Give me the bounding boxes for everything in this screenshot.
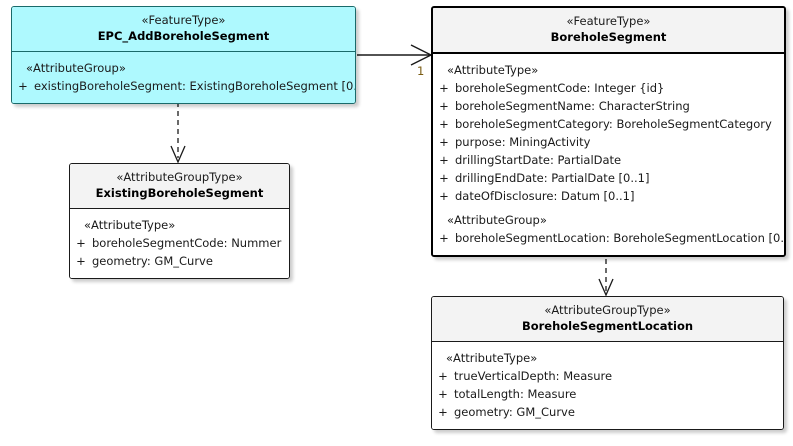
attribute-row[interactable]: + boreholeSegmentCode: Nummer xyxy=(70,234,289,252)
class-title: EPC_AddBoreholeSegment xyxy=(97,29,270,43)
attribute-row[interactable]: + existingBoreholeSegment: ExistingBoreh… xyxy=(12,77,355,95)
visibility-marker: + xyxy=(76,254,86,268)
class-box-existing-borehole-segment[interactable]: «AttributeGroupType» ExistingBoreholeSeg… xyxy=(69,163,290,279)
attribute-group-label: «AttributeType» xyxy=(84,218,176,232)
class-box-epc-add-borehole-segment[interactable]: «FeatureType» EPC_AddBoreholeSegment «At… xyxy=(11,6,356,104)
class-stereotype: «AttributeGroupType» xyxy=(116,170,243,184)
class-stereotype: «FeatureType» xyxy=(141,13,226,27)
class-stereotype: «FeatureType» xyxy=(566,14,651,28)
visibility-marker: + xyxy=(18,79,28,93)
attribute-row[interactable]: + boreholeSegmentLocation: BoreholeSegme… xyxy=(433,229,784,247)
attribute-group-label: «AttributeType» xyxy=(447,63,539,77)
class-body: «AttributeGroup» + existingBoreholeSegme… xyxy=(12,52,355,103)
class-box-borehole-segment[interactable]: «FeatureType» BoreholeSegment «Attribute… xyxy=(431,6,786,257)
attribute-row[interactable]: + dateOfDisclosure: Datum [0..1] xyxy=(433,187,784,205)
attribute-row[interactable]: + boreholeSegmentCategory: BoreholeSegme… xyxy=(433,115,784,133)
visibility-marker: + xyxy=(438,405,448,419)
attribute-row[interactable]: + purpose: MiningActivity xyxy=(433,133,784,151)
attribute-signature: trueVerticalDepth: Measure xyxy=(454,369,613,383)
class-title: BoreholeSegment xyxy=(550,30,667,44)
visibility-marker: + xyxy=(439,81,449,95)
visibility-marker: + xyxy=(438,369,448,383)
attribute-signature: boreholeSegmentCategory: BoreholeSegment… xyxy=(455,117,772,131)
attribute-row[interactable]: + geometry: GM_Curve xyxy=(70,252,289,270)
visibility-marker: + xyxy=(439,231,449,245)
attribute-signature: boreholeSegmentName: CharacterString xyxy=(455,99,690,113)
visibility-marker: + xyxy=(76,236,86,250)
attribute-group-label: «AttributeGroup» xyxy=(26,61,126,75)
class-stereotype: «AttributeGroupType» xyxy=(544,303,671,317)
class-title: BoreholeSegmentLocation xyxy=(521,319,694,333)
attribute-signature: purpose: MiningActivity xyxy=(455,135,591,149)
attribute-group-label: «AttributeType» xyxy=(446,351,538,365)
class-title: ExistingBoreholeSegment xyxy=(95,186,264,200)
class-body: «AttributeType» + boreholeSegmentCode: N… xyxy=(70,209,289,278)
class-header: «AttributeGroupType» BoreholeSegmentLoca… xyxy=(432,297,783,342)
attribute-row[interactable]: + geometry: GM_Curve xyxy=(432,403,783,421)
class-body: «AttributeType» + trueVerticalDepth: Mea… xyxy=(432,342,783,429)
attribute-signature: drillingStartDate: PartialDate xyxy=(455,153,622,167)
dependency-connector-existing xyxy=(170,102,186,164)
visibility-marker: + xyxy=(439,99,449,113)
class-header: «AttributeGroupType» ExistingBoreholeSeg… xyxy=(70,164,289,209)
visibility-marker: + xyxy=(439,135,449,149)
attribute-row[interactable]: + trueVerticalDepth: Measure xyxy=(432,367,783,385)
class-header: «FeatureType» EPC_AddBoreholeSegment xyxy=(12,7,355,52)
attribute-signature: existingBoreholeSegment: ExistingBorehol… xyxy=(34,79,356,93)
attribute-signature: boreholeSegmentLocation: BoreholeSegment… xyxy=(455,231,786,245)
association-multiplicity-label: 1 xyxy=(417,64,425,78)
attribute-group-label: «AttributeGroup» xyxy=(447,213,547,227)
attribute-row[interactable]: + drillingStartDate: PartialDate xyxy=(433,151,784,169)
visibility-marker: + xyxy=(439,171,449,185)
visibility-marker: + xyxy=(439,189,449,203)
attribute-signature: totalLength: Measure xyxy=(454,387,577,401)
attribute-signature: geometry: GM_Curve xyxy=(454,405,575,419)
attribute-signature: geometry: GM_Curve xyxy=(92,254,213,268)
class-box-borehole-segment-location[interactable]: «AttributeGroupType» BoreholeSegmentLoca… xyxy=(431,296,784,430)
attribute-row[interactable]: + totalLength: Measure xyxy=(432,385,783,403)
visibility-marker: + xyxy=(438,387,448,401)
attribute-row[interactable]: + boreholeSegmentName: CharacterString xyxy=(433,97,784,115)
association-connector xyxy=(357,44,433,66)
attribute-row[interactable]: + boreholeSegmentCode: Integer {id} xyxy=(433,79,784,97)
attribute-signature: boreholeSegmentCode: Integer {id} xyxy=(455,81,665,95)
attribute-signature: boreholeSegmentCode: Nummer xyxy=(92,236,282,250)
class-header: «FeatureType» BoreholeSegment xyxy=(433,8,784,54)
visibility-marker: + xyxy=(439,117,449,131)
visibility-marker: + xyxy=(439,153,449,167)
attribute-row[interactable]: + drillingEndDate: PartialDate [0..1] xyxy=(433,169,784,187)
attribute-signature: dateOfDisclosure: Datum [0..1] xyxy=(455,189,635,203)
class-body: «AttributeType» + boreholeSegmentCode: I… xyxy=(433,54,784,255)
attribute-signature: drillingEndDate: PartialDate [0..1] xyxy=(455,171,650,185)
